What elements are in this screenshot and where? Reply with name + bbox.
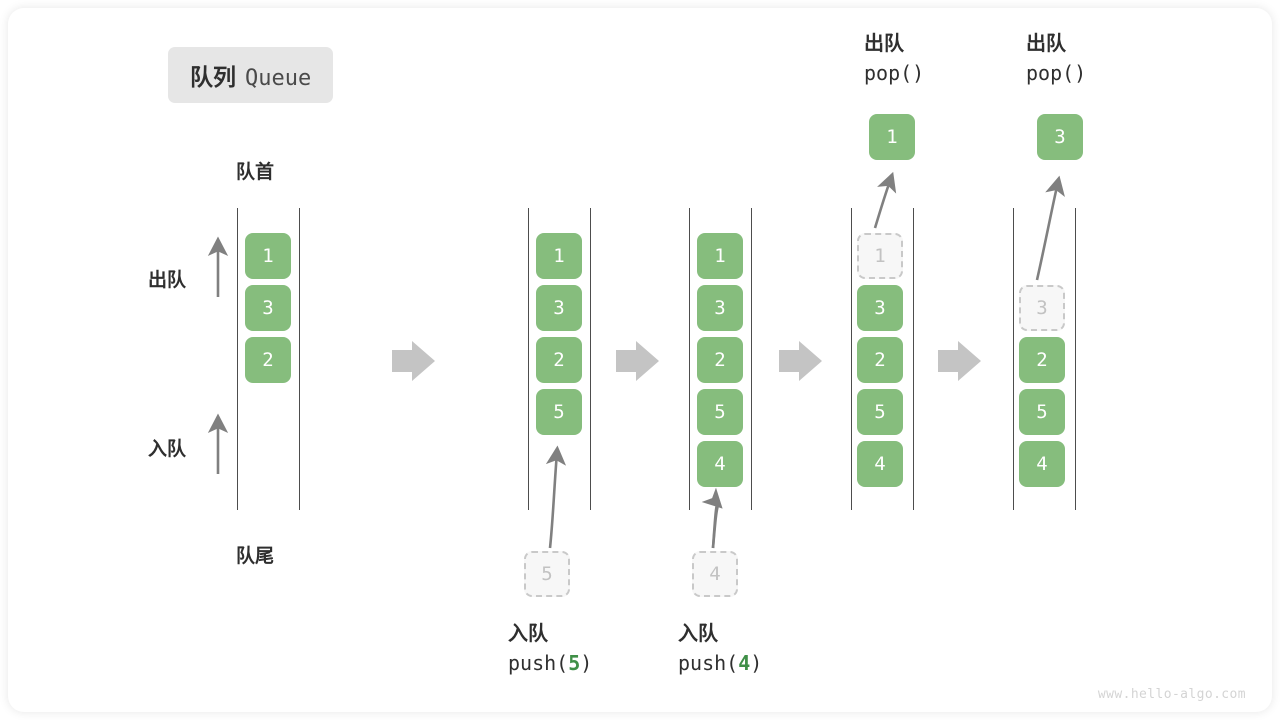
queue-rail-left	[237, 208, 238, 510]
queue-ghost-cell: 4	[692, 551, 738, 597]
queue-cell: 1	[536, 233, 582, 279]
queue-head-label: 队首	[236, 162, 275, 183]
title-en: Queue	[245, 66, 312, 91]
pop-motion-arrow-3	[1035, 175, 1065, 281]
step-arrow	[392, 341, 435, 381]
operation-code-suffix: )	[912, 61, 925, 85]
operation-name: 出队	[1026, 33, 1066, 55]
queue-cell: 5	[1019, 389, 1065, 435]
diagram-title-badge: 队列 Queue	[168, 47, 334, 103]
step-arrow	[938, 341, 981, 381]
queue-popped-cell: 3	[1037, 114, 1083, 160]
step-arrow	[616, 341, 659, 381]
queue-cell: 1	[245, 233, 291, 279]
operation-code: pop()	[864, 59, 924, 88]
dequeue-label: 出队	[148, 270, 187, 291]
queue-ghost-cell: 5	[524, 551, 570, 597]
queue-cell: 2	[1019, 337, 1065, 383]
operation-name: 出队	[864, 33, 904, 55]
operation-name: 入队	[508, 623, 548, 645]
operation-code-prefix: push(	[678, 651, 739, 675]
operation-code: pop()	[1026, 59, 1086, 88]
queue-cell: 2	[697, 337, 743, 383]
queue-cell: 3	[857, 285, 903, 331]
operation-code-suffix: )	[750, 651, 763, 675]
operation-label-pop-3: 出队 pop()	[1026, 30, 1086, 88]
queue-rail-right	[1075, 208, 1076, 510]
queue-cell: 4	[857, 441, 903, 487]
queue-cell: 3	[245, 285, 291, 331]
queue-cell: 5	[857, 389, 903, 435]
queue-ghost-cell: 1	[857, 233, 903, 279]
queue-cell: 2	[536, 337, 582, 383]
queue-rail-right	[913, 208, 914, 510]
queue-rail-right	[590, 208, 591, 510]
queue-rail-left	[851, 208, 852, 510]
push-motion-arrow-5	[545, 445, 567, 549]
queue-cell: 4	[1019, 441, 1065, 487]
queue-rail-left	[528, 208, 529, 510]
queue-cell: 3	[697, 285, 743, 331]
operation-code-prefix: push(	[508, 651, 569, 675]
queue-cell: 2	[245, 337, 291, 383]
operation-code: push(4)	[678, 649, 762, 678]
watermark: www.hello-algo.com	[1097, 687, 1246, 702]
queue-cell-new: 4	[697, 441, 743, 487]
operation-code: push(5)	[508, 649, 592, 678]
pop-motion-arrow-1	[873, 171, 897, 229]
operation-label-push-5: 入队 push(5)	[508, 620, 592, 678]
operation-code-suffix: )	[1074, 61, 1087, 85]
enqueue-label: 入队	[148, 439, 187, 460]
queue-ghost-cell: 3	[1019, 285, 1065, 331]
queue-cell: 5	[697, 389, 743, 435]
queue-rail-right	[299, 208, 300, 510]
operation-name: 入队	[678, 623, 718, 645]
queue-cell: 1	[697, 233, 743, 279]
operation-label-pop-1: 出队 pop()	[864, 30, 924, 88]
step-arrow	[779, 341, 822, 381]
queue-tail-label: 队尾	[236, 546, 275, 567]
title-cn: 队列	[190, 64, 236, 90]
operation-code-prefix: pop(	[1026, 61, 1075, 85]
queue-rail-right	[751, 208, 752, 510]
queue-cell: 2	[857, 337, 903, 383]
operation-label-push-4: 入队 push(4)	[678, 620, 762, 678]
queue-cell: 3	[536, 285, 582, 331]
operation-code-prefix: pop(	[864, 61, 913, 85]
queue-popped-cell: 1	[869, 114, 915, 160]
queue-rail-left	[1013, 208, 1014, 510]
operation-code-arg: 5	[568, 651, 581, 675]
queue-rail-left	[689, 208, 690, 510]
operation-code-arg: 4	[738, 651, 751, 675]
push-motion-arrow-4	[701, 487, 723, 549]
queue-cell-new: 5	[536, 389, 582, 435]
operation-code-suffix: )	[580, 651, 593, 675]
